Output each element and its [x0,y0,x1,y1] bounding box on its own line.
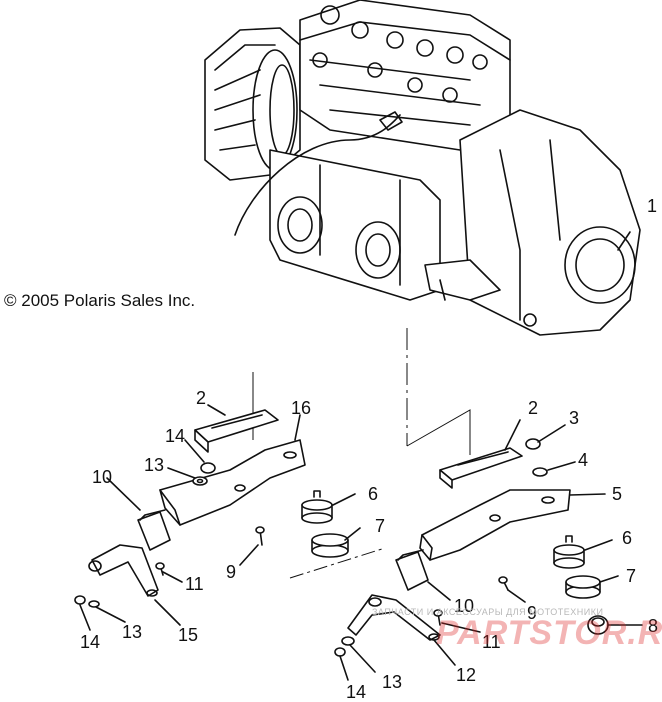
leader-1 [617,231,631,251]
left-bracket-part-15 [88,544,159,597]
callouts: 2 16 14 13 10 6 7 9 11 15 13 14 2 3 4 5 … [80,388,658,702]
right-washer-part-13 [341,636,355,646]
left-mount-part-10 [137,509,171,551]
watermark-text: ЗАПЧАСТИ И АКСЕССУАРЫ ДЛЯ МОТОТЕХНИКИ [372,607,604,617]
right-bolt-part-11 [433,609,443,626]
callout-11-right: 11 [482,632,501,652]
callout-7-right: 7 [626,566,636,586]
callout-1: 1 [647,196,657,216]
left-bolt-part-9 [255,526,265,546]
callout-13-upper: 13 [144,455,164,475]
right-nut-part-3 [525,438,541,450]
callout-15: 15 [178,625,198,645]
right-isolator-part-6 [553,535,585,569]
callout-9-left: 9 [226,562,236,582]
callout-12: 12 [456,665,476,685]
callout-2-right: 2 [528,398,538,418]
left-pad-part-7 [311,533,349,558]
left-washer-part-13b [88,600,100,608]
left-isolator-part-6 [301,490,333,524]
callout-6-left: 6 [368,484,378,504]
centerline-lower [289,547,386,579]
leader-lines [79,404,643,681]
right-pad-part-7 [565,575,601,599]
callout-16: 16 [291,398,311,418]
left-spacer-part-2 [194,409,279,453]
callout-13-right: 13 [382,672,402,692]
copyright-notice: © 2005 Polaris Sales Inc. [4,291,196,310]
right-mount-part-10 [395,549,429,591]
callout-10-left: 10 [92,467,112,487]
callout-10-right: 10 [454,596,474,616]
left-bracket-part-16 [159,439,306,526]
callout-14-right: 14 [346,682,366,702]
watermark-logo: PARTSTOR.RU [436,614,662,652]
left-nut-part-14b [74,595,86,605]
callout-13-left: 13 [122,622,142,642]
right-nut-part-14 [334,647,346,657]
right-washer-part-4 [532,467,548,477]
right-bolt-part-9 [498,576,509,591]
right-bracket-part-12 [347,594,441,641]
engine-assembly [204,0,641,336]
callout-3: 3 [569,408,579,428]
callout-7-left: 7 [375,516,385,536]
right-bracket-part-5 [419,489,571,561]
callout-9-right: 9 [527,603,537,623]
callout-14-upper: 14 [165,426,185,446]
callout-4: 4 [578,450,588,470]
right-cap-part-8 [587,615,609,635]
left-bolt-part-11 [155,562,165,576]
callout-11-left: 11 [185,574,204,594]
callout-6-right: 6 [622,528,632,548]
left-nut-part-14 [200,462,216,474]
callout-2-left: 2 [196,388,206,408]
callout-8: 8 [648,616,658,636]
callout-5: 5 [612,484,622,504]
left-washer-part-13 [192,476,208,486]
callout-14-left: 14 [80,632,100,652]
right-spacer-part-2 [439,447,523,489]
